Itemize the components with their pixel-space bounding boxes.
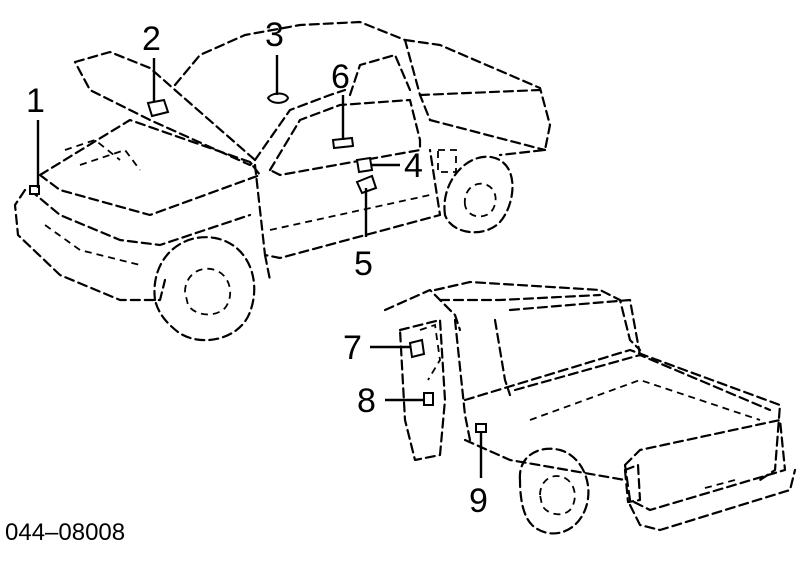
fuel-door [437, 149, 457, 173]
bed-outline [463, 348, 782, 482]
open-door-top [383, 288, 462, 332]
callout-5: 5 [354, 245, 373, 283]
front-hub [184, 267, 232, 316]
tailgate-handle [704, 479, 736, 489]
part-7-marker [408, 338, 426, 359]
rear-cab-roof [433, 280, 642, 352]
callout-8: 8 [357, 382, 376, 420]
side-window-front [268, 98, 422, 177]
callout-2: 2 [142, 20, 161, 58]
leader-lines [36, 55, 483, 478]
taillight [623, 463, 642, 504]
callout-9: 9 [469, 482, 488, 520]
truck-rear-view [383, 280, 797, 535]
bed-lower-side [463, 438, 627, 482]
part-1-marker [29, 185, 40, 195]
front-bumper [13, 188, 167, 302]
rear-wheel [443, 155, 514, 234]
part-8-marker [423, 392, 434, 406]
rear-bumper [628, 468, 797, 532]
callout-7: 7 [343, 329, 362, 367]
callout-labels: 1 2 3 4 5 6 7 8 9 [26, 16, 488, 520]
rocker [263, 253, 272, 282]
body-crease [269, 194, 431, 231]
part-3-marker [266, 92, 290, 104]
door-window-frame [419, 323, 441, 381]
bed-inner-rail [513, 353, 772, 412]
bed-top [403, 38, 552, 157]
rear-view-wheel [518, 447, 590, 535]
callout-3: 3 [265, 16, 284, 54]
truck-front-view [13, 20, 552, 342]
rear-window [508, 298, 642, 357]
tailgate [623, 418, 787, 512]
door [253, 148, 442, 260]
rear-window-line [348, 53, 412, 97]
part-2-marker [146, 98, 170, 118]
cab-roof [173, 20, 432, 122]
cab-rear-pillar [493, 318, 512, 397]
open-door [398, 318, 447, 462]
diagram-code: 044–08008 [5, 519, 125, 546]
part-5-marker [355, 174, 378, 195]
rear-hub [463, 182, 497, 218]
roof-front-edge [438, 293, 602, 302]
grille-line [28, 188, 252, 247]
rear-view-hub [539, 475, 576, 516]
part-4-marker [355, 156, 374, 174]
callout-6: 6 [331, 58, 350, 96]
part-6-marker [331, 136, 355, 150]
callout-4: 4 [404, 147, 423, 185]
bed-side [428, 118, 547, 152]
bed-rail [418, 88, 542, 97]
headlight-line [44, 224, 141, 266]
engine-bay [38, 118, 262, 217]
b-pillar [453, 318, 472, 442]
a-pillar [253, 88, 347, 162]
callout-1: 1 [26, 82, 45, 120]
part-9-marker [475, 423, 487, 433]
front-wheel [153, 236, 256, 342]
engine-detail [64, 138, 141, 171]
bed-floor [529, 379, 761, 421]
